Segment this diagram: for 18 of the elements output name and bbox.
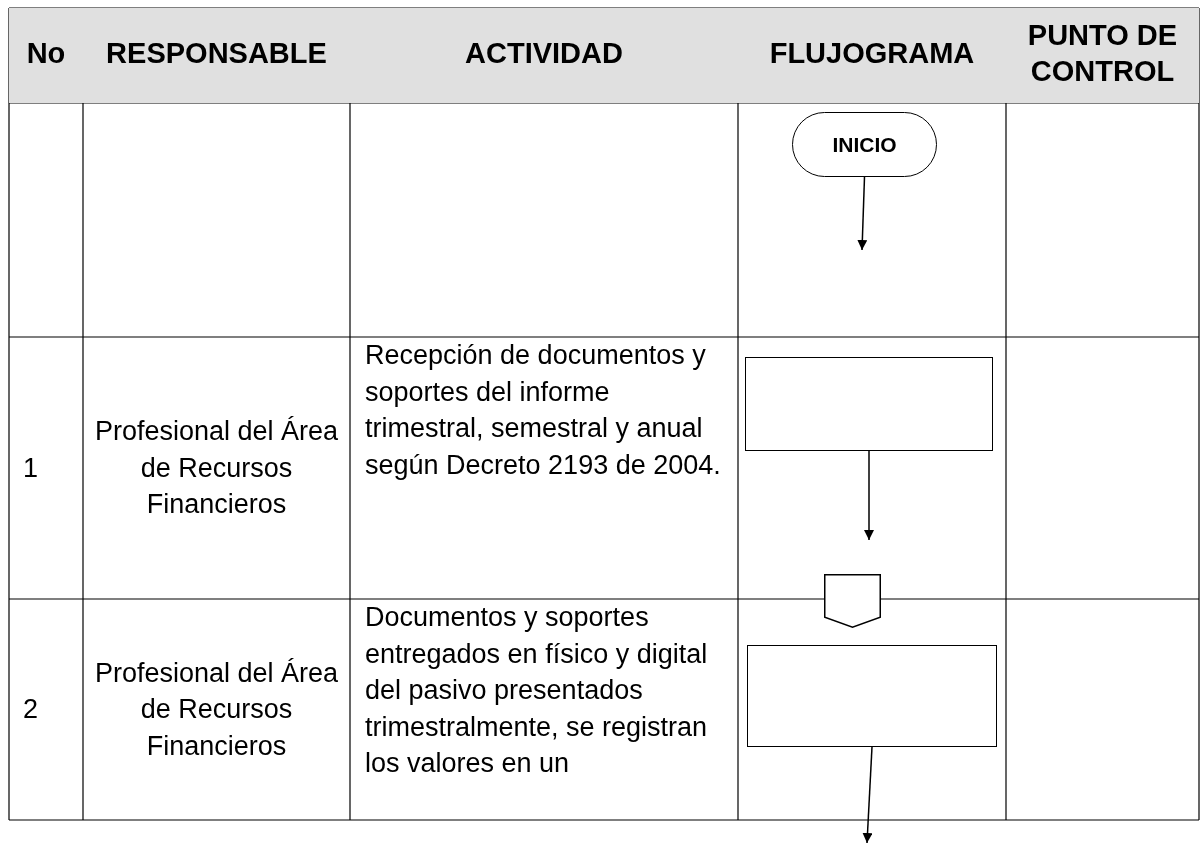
activity-text: Documentos y soportes entregados en físico y digital del pasivo presentados trimestralmente, se registran los valores en un bbox=[365, 601, 709, 780]
column-header: PUNTO DE CONTROL bbox=[1006, 8, 1199, 103]
row-number: 2 bbox=[23, 693, 39, 726]
responsible-text: Profesional del Área de Recursos Financieros bbox=[93, 656, 340, 763]
arrow bbox=[864, 450, 874, 541]
column-header: FLUJOGRAMA bbox=[738, 8, 1006, 103]
off-page-connector bbox=[824, 574, 881, 628]
arrow bbox=[857, 176, 868, 251]
responsible-text: Profesional del Área de Recursos Financieros bbox=[93, 415, 340, 521]
activity-text: Recepción de documentos y soportes del informe trimestral, semestral y anual según Decreto 2193 de 2004. bbox=[365, 339, 722, 482]
process-box bbox=[745, 357, 993, 451]
column-header: RESPONSABLE bbox=[83, 8, 350, 103]
row-number: 1 bbox=[23, 451, 39, 485]
start-terminal: INICIO bbox=[792, 112, 937, 177]
process-box bbox=[747, 645, 997, 747]
column-header: ACTIVIDAD bbox=[350, 8, 738, 103]
arrow bbox=[862, 746, 873, 844]
column-header: No bbox=[9, 8, 83, 103]
